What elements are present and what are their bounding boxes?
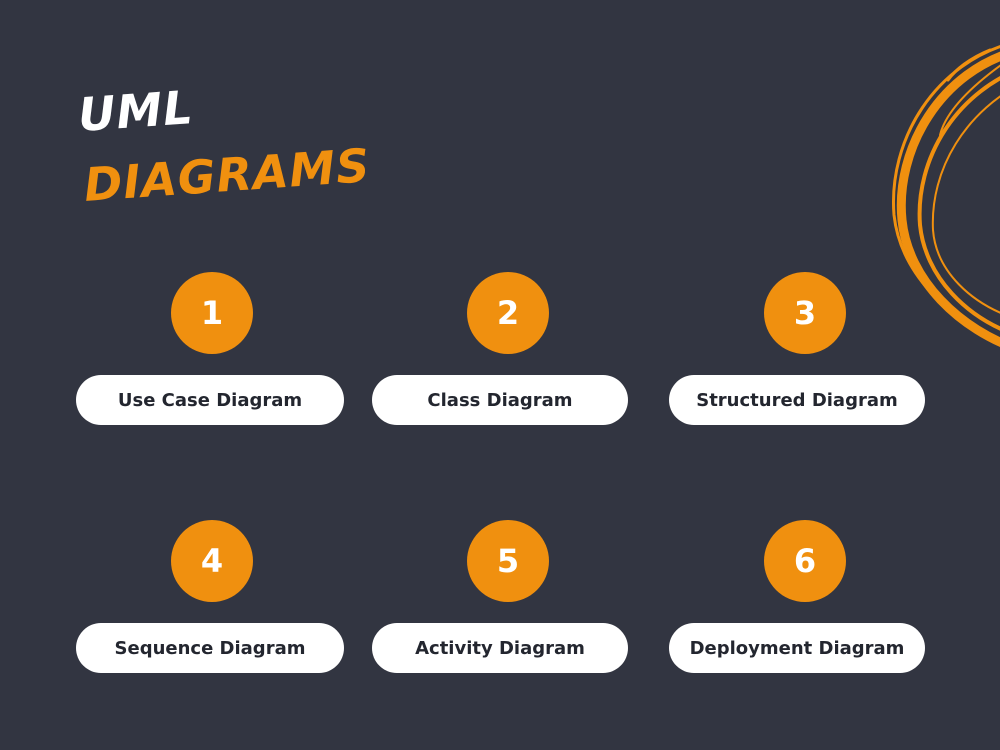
diagram-label-pill: Activity Diagram (372, 623, 628, 673)
brush-stroke-circle-icon (891, 44, 1000, 347)
diagram-item-5: 5 Activity Diagram (372, 520, 644, 673)
brush-stroke-4 (931, 95, 1000, 314)
diagram-label-pill: Structured Diagram (669, 375, 925, 425)
number-badge: 5 (467, 520, 549, 602)
number-badge: 3 (764, 272, 846, 354)
brush-stroke-5 (939, 64, 1000, 136)
diagram-item-3: 3 Structured Diagram (669, 272, 941, 425)
number-badge: 4 (171, 520, 253, 602)
diagram-label-pill: Deployment Diagram (669, 623, 925, 673)
title-uml: UML (76, 80, 196, 142)
diagram-item-4: 4 Sequence Diagram (76, 520, 348, 673)
diagram-item-1: 1 Use Case Diagram (76, 272, 348, 425)
diagram-label-pill: Sequence Diagram (76, 623, 344, 673)
diagram-item-2: 2 Class Diagram (372, 272, 644, 425)
diagram-label-pill: Class Diagram (372, 375, 628, 425)
number-badge: 2 (467, 272, 549, 354)
diagram-item-6: 6 Deployment Diagram (669, 520, 941, 673)
title-diagrams: DIAGRAMS (82, 138, 372, 212)
diagram-label-pill: Use Case Diagram (76, 375, 344, 425)
number-badge: 6 (764, 520, 846, 602)
number-badge: 1 (171, 272, 253, 354)
brush-stroke-6 (946, 48, 992, 82)
brush-stroke-2 (917, 76, 1000, 331)
